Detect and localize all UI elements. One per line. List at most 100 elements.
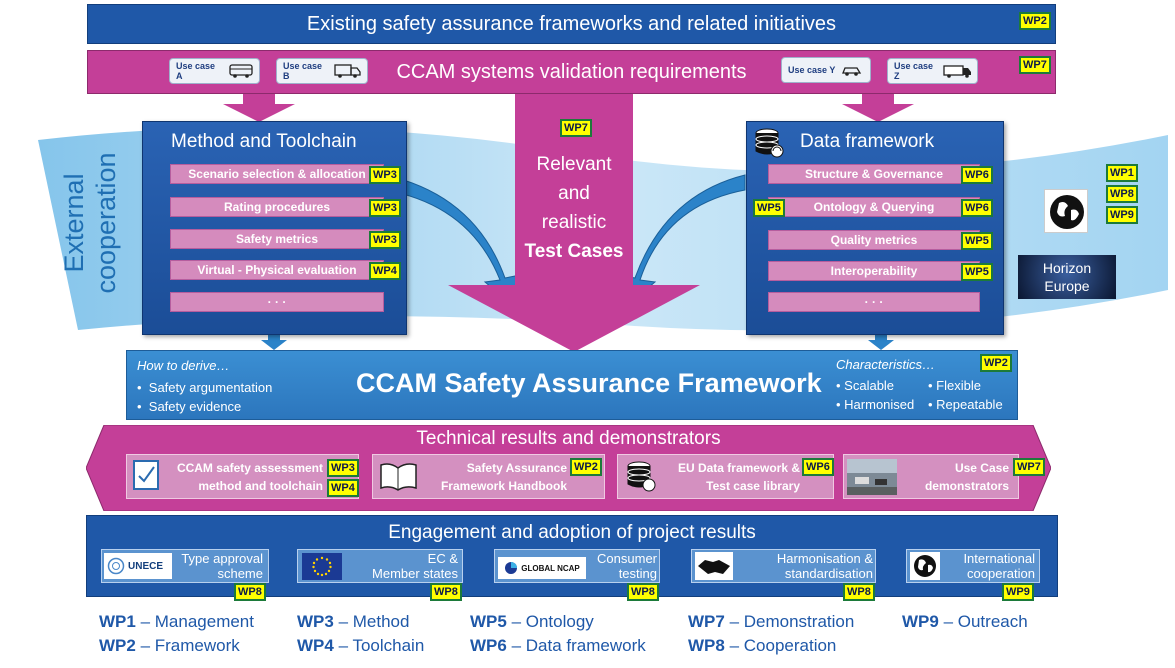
wp-tag: WP6 — [961, 199, 993, 217]
eu-flag-icon — [302, 553, 342, 580]
legend-code: WP2 — [99, 636, 136, 655]
result-line1: CCAM safety assessment — [176, 461, 323, 475]
car-icon — [842, 67, 862, 76]
data-item-label: Structure & Governance — [804, 167, 944, 181]
req-to-method-arrow — [223, 94, 295, 122]
wp-tag: WP2 — [570, 458, 602, 476]
saf-how-item: Safety argumentation — [148, 380, 273, 395]
checklist-icon — [133, 460, 159, 490]
data-item-label: Quality metrics — [830, 233, 918, 247]
horizon-line2: Europe — [1044, 278, 1090, 294]
method-item-label: Virtual - Physical evaluation — [197, 263, 357, 277]
use-case-label: Use case Y — [788, 65, 836, 75]
central-down-arrow — [448, 94, 700, 352]
test-cases-line1: Relevant — [536, 154, 612, 175]
legend-name: – Ontology — [511, 612, 594, 631]
engagement-line1: EC & — [427, 551, 458, 566]
engagement-line1: Type approval — [181, 551, 263, 566]
method-panel-title: Method and Toolchain — [171, 131, 357, 152]
data-item-label: · · · — [864, 295, 884, 309]
saf-how-label: How to derive… — [137, 358, 230, 373]
test-cases-line3: realistic — [541, 212, 607, 233]
legend-name: – Demonstration — [729, 612, 855, 631]
wp-tag: WP3 — [369, 166, 401, 184]
legend-name: – Method — [338, 612, 410, 631]
result-item — [126, 454, 359, 499]
globe-icon — [1044, 189, 1088, 233]
use-case-label: Use case A — [176, 61, 216, 81]
engagement-line1: Consumer — [597, 551, 657, 566]
method-item-label: Scenario selection & allocation — [188, 167, 366, 181]
engagement-line2: Member states — [372, 566, 458, 581]
engagement-title: Engagement and adoption of project resul… — [388, 522, 756, 543]
data-item: Quality metrics — [768, 230, 980, 250]
result-line2: Test case library — [706, 479, 800, 493]
engagement-line2: standardisation — [784, 566, 873, 581]
legend-code: WP9 — [902, 612, 939, 631]
result-line2: Framework Handbook — [440, 479, 567, 493]
external-label-line1: External — [59, 173, 89, 273]
wp-tag: WP3 — [369, 231, 401, 249]
external-label-line2: cooperation — [91, 152, 121, 294]
data-panel-title: Data framework — [800, 131, 935, 152]
unece-logo-icon: UNECE — [104, 553, 172, 579]
legend-code: WP6 — [470, 636, 507, 655]
data-item-label: Interoperability — [830, 264, 918, 278]
method-item-label: Safety metrics — [235, 232, 319, 246]
photo-icon — [847, 459, 897, 495]
legend-name: – Outreach — [943, 612, 1028, 631]
wp-tag: WP8 — [1106, 185, 1138, 203]
wp-tag: WP8 — [627, 583, 659, 601]
saf-how-list: • Safety argumentation • Safety evidence — [137, 380, 273, 414]
wp-tag: WP1 — [1106, 164, 1138, 182]
wp-tag: WP9 — [1002, 583, 1034, 601]
wp-tag: WP6 — [802, 458, 834, 476]
legend-item: WP5 – Ontology — [470, 612, 594, 632]
test-cases-line4: Test Cases — [524, 241, 624, 262]
data-to-saf-arrow — [868, 333, 894, 350]
legend-code: WP5 — [470, 612, 507, 631]
wp-tag: WP5 — [753, 199, 785, 217]
method-item: Safety metrics — [170, 229, 384, 249]
wp-tag: WP3 — [327, 459, 359, 477]
engagement-line2: scheme — [217, 566, 263, 581]
engagement-line2: cooperation — [967, 566, 1035, 581]
legend-name: – Data framework — [511, 636, 646, 655]
wp-tag: WP4 — [369, 262, 401, 280]
result-text: EU Data framework & Test case library — [660, 461, 800, 494]
legend-name: – Management — [140, 612, 254, 631]
wp-tag: WP8 — [234, 583, 266, 601]
use-case-label: Use case Z — [894, 61, 934, 81]
use-case-b: Use case B — [276, 58, 368, 84]
result-text: Use Case demonstrators — [905, 461, 1009, 494]
result-item — [372, 454, 605, 499]
saf-char-label: Characteristics… — [836, 357, 935, 372]
engagement-line2: testing — [618, 566, 657, 581]
wp-tag: WP7 — [560, 119, 592, 137]
method-item-label: · · · — [267, 295, 287, 309]
use-case-label: Use case B — [283, 61, 323, 81]
wp-tag: WP4 — [327, 479, 359, 497]
result-line1: Safety Assurance — [466, 461, 567, 475]
results-title: Technical results and demonstrators — [416, 428, 721, 449]
result-line2: demonstrators — [924, 479, 1009, 493]
engagement-text: Consumer testing — [590, 551, 657, 581]
ncap-logo-text: GLOBAL NCAP — [521, 563, 580, 573]
globe-icon — [910, 552, 940, 580]
result-text: Safety Assurance Framework Handbook — [425, 461, 567, 494]
saf-char-item: Scalable — [844, 378, 895, 393]
result-line1: EU Data framework & — [677, 461, 800, 475]
saf-bar — [126, 350, 1018, 420]
legend-item: WP8 – Cooperation — [688, 636, 836, 656]
truck-icon — [334, 64, 361, 78]
engagement-text: Type approval scheme — [175, 551, 263, 581]
legend-item: WP1 – Management — [99, 612, 254, 632]
wp-tag: WP8 — [843, 583, 875, 601]
saf-char-item: Harmonised — [844, 397, 915, 412]
req-to-data-arrow — [842, 94, 914, 122]
wp-tag: WP5 — [961, 232, 993, 250]
saf-title: CCAM Safety Assurance Framework — [356, 368, 822, 398]
legend-item: WP6 – Data framework — [470, 636, 646, 656]
result-item — [617, 454, 834, 499]
unece-logo-text: UNECE — [128, 560, 164, 572]
